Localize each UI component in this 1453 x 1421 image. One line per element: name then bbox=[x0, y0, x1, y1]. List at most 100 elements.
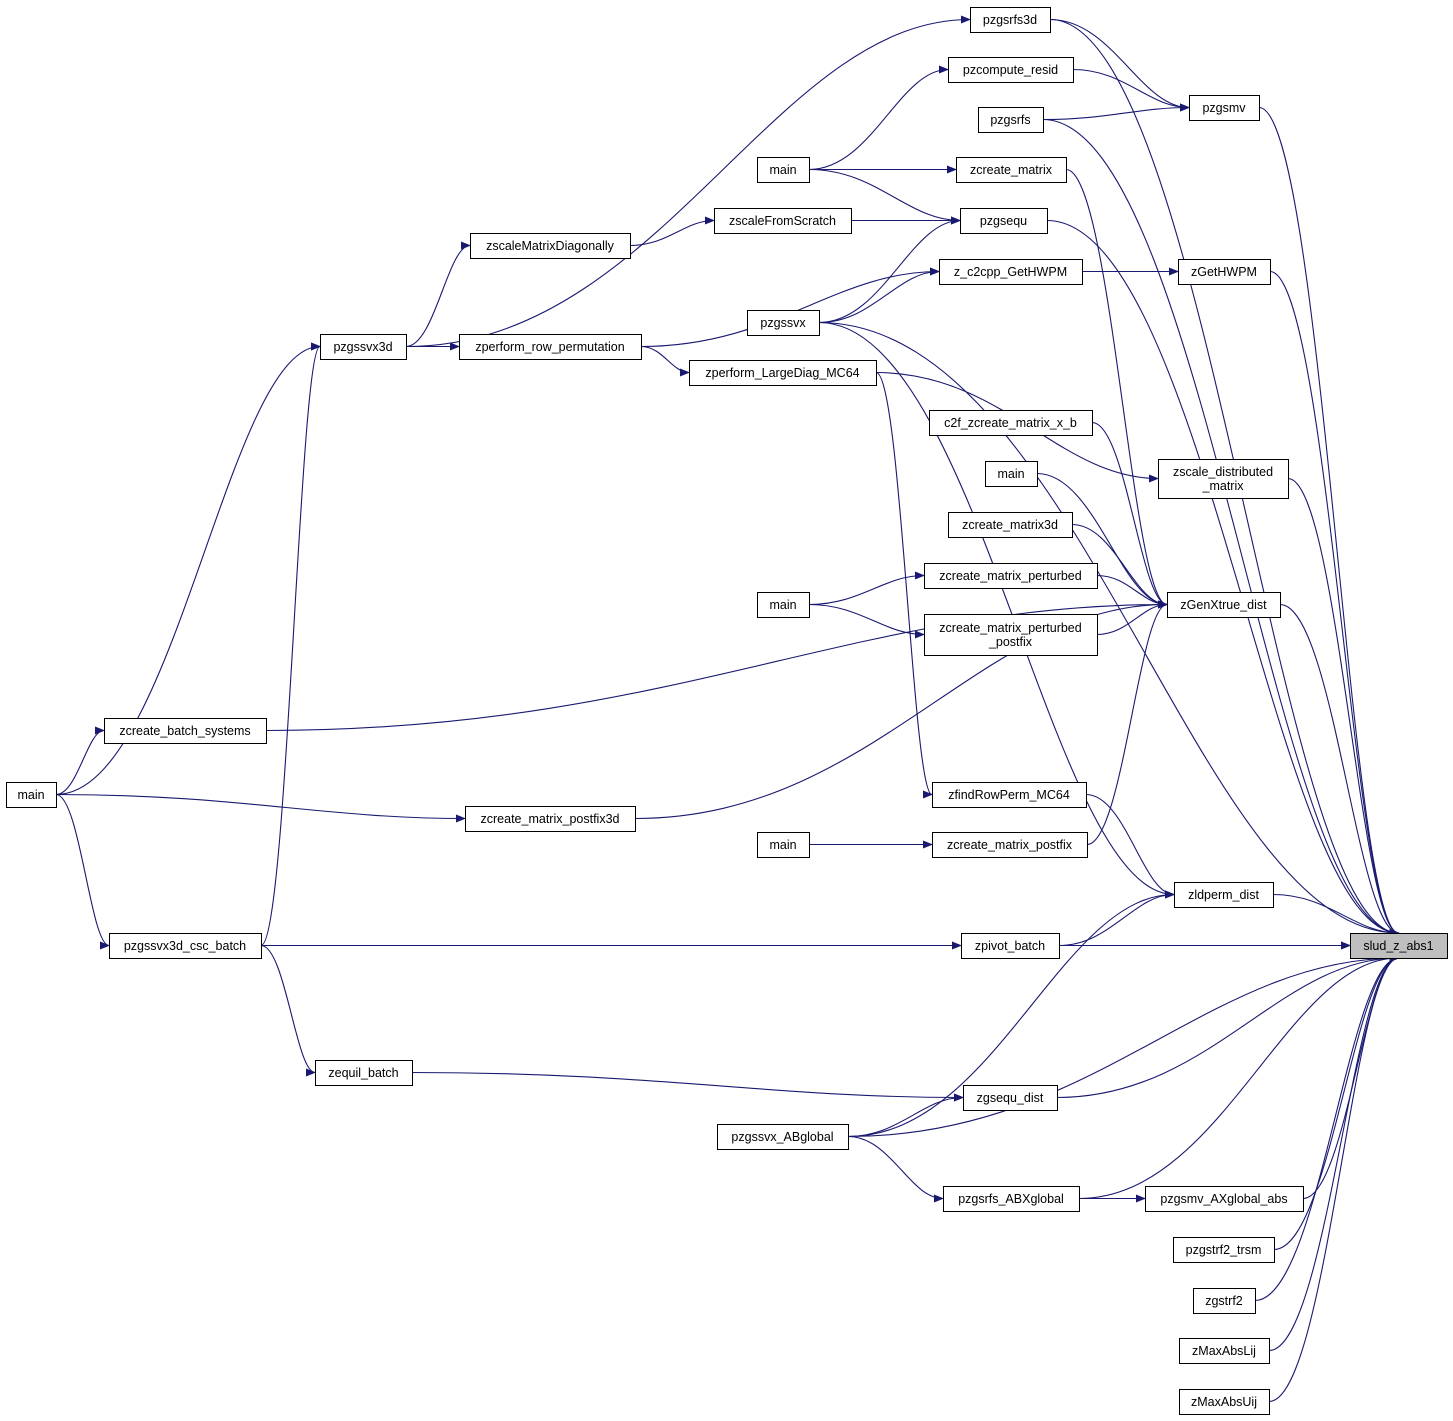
node-box bbox=[1173, 1237, 1275, 1263]
node-box bbox=[6, 782, 57, 808]
node-box bbox=[924, 614, 1098, 656]
node-slud-z-abs1-slud[interactable]: slud_z_abs1 bbox=[1350, 933, 1448, 959]
edge-zequil-batch-to-zgsequ-dist bbox=[411, 1071, 964, 1102]
edge-main-to-pzgssvx3d bbox=[55, 342, 321, 796]
node-pzgsmv-pzgsmv[interactable]: pzgsmv bbox=[1189, 95, 1260, 121]
node-box bbox=[470, 233, 631, 259]
node-zcreate-batch-systems-zcreate-batch-systems[interactable]: zcreate_batch_systems bbox=[104, 718, 267, 744]
node-zcreate-matrix-postfix3d-zcreate-matrix-postfix3d[interactable]: zcreate_matrix_postfix3d bbox=[465, 806, 636, 832]
node-box bbox=[929, 410, 1093, 436]
node-main-main-a[interactable]: main bbox=[757, 157, 810, 183]
node-pzcompute-resid-pzcompute-resid[interactable]: pzcompute_resid bbox=[948, 57, 1074, 83]
node-main-main-d[interactable]: main bbox=[6, 782, 57, 808]
edge-pzgssvx-to-pzgsequ bbox=[818, 216, 961, 324]
node-label: main bbox=[769, 838, 796, 852]
node-pzgssvx3d-csc-batch-pzgssvx3d-csc-batch[interactable]: pzgssvx3d_csc_batch bbox=[109, 933, 262, 959]
edge-main-to-zcreate-matrix-perturbed bbox=[808, 571, 925, 606]
node-pzgssvx-pzgssvx[interactable]: pzgssvx bbox=[747, 310, 820, 336]
node-box bbox=[960, 208, 1048, 234]
edge-zscale-distributed-matrix-to-slud-z-abs1 bbox=[1287, 477, 1400, 937]
edge-pzgssvx3d-csc-batch-to-pzgssvx3d bbox=[260, 342, 321, 947]
node-zcreate-matrix-perturbed-postfix-zcreate-matrix-perturbed-postfix[interactable]: zcreate_matrix_perturbed_postfix bbox=[924, 614, 1098, 656]
node-label: zldperm_dist bbox=[1188, 888, 1259, 902]
node-zcreate-matrix-zcreate-matrix[interactable]: zcreate_matrix bbox=[956, 157, 1067, 183]
node-zperform-row-permutation-zperform-row-permutation[interactable]: zperform_row_permutation bbox=[459, 334, 642, 360]
node-zscalematrixdiagonally-zscalematrixdiagonally[interactable]: zscaleMatrixDiagonally bbox=[470, 233, 631, 259]
node-label: zfindRowPerm_MC64 bbox=[948, 788, 1070, 802]
node-zmaxabslij-zmaxabslij[interactable]: zMaxAbsLij bbox=[1179, 1338, 1270, 1364]
node-zgenxtrue-dist-zgenxtrue-dist[interactable]: zGenXtrue_dist bbox=[1167, 592, 1281, 618]
node-pzgssvx3d-pzgssvx3d[interactable]: pzgssvx3d bbox=[320, 334, 407, 360]
node-c2f-zcreate-matrix-x-b-c2f-zcreate-matrix-x-b[interactable]: c2f_zcreate_matrix_x_b bbox=[929, 410, 1093, 436]
node-label: pzgssvx bbox=[760, 316, 806, 330]
node-pzgssvx-abglobal-pzgssvx-abglobal[interactable]: pzgssvx_ABglobal bbox=[717, 1124, 849, 1150]
node-box bbox=[459, 334, 642, 360]
node-zldperm-dist-zldperm-dist[interactable]: zldperm_dist bbox=[1174, 882, 1274, 908]
node-pzgsmv-axglobal-abs-pzgsmv-axglobal-abs[interactable]: pzgsmv_AXglobal_abs bbox=[1145, 1186, 1304, 1212]
edge-pzgstrf2-trsm-to-slud-z-abs1 bbox=[1273, 954, 1400, 1251]
edge-zmaxabslij-to-slud-z-abs1 bbox=[1268, 954, 1400, 1352]
node-label: zscale_distributed bbox=[1173, 465, 1273, 479]
node-zcreate-matrix-postfix-zcreate-matrix-postfix[interactable]: zcreate_matrix_postfix bbox=[932, 832, 1088, 858]
node-zscale-distributed-matrix-zscale-distributed-matrix[interactable]: zscale_distributed_matrix bbox=[1158, 459, 1289, 499]
edge-main-to-zcreate-batch-systems bbox=[55, 726, 105, 796]
node-pzgstrf2-trsm-pzgstrf2-trsm[interactable]: pzgstrf2_trsm bbox=[1173, 1237, 1275, 1263]
node-zpivot-batch-zpivot-batch[interactable]: zpivot_batch bbox=[961, 933, 1060, 959]
node-label: zcreate_matrix bbox=[970, 163, 1053, 177]
edge-pzgsrfs-to-pzgsmv bbox=[1042, 103, 1190, 121]
node-label: pzgssvx3d bbox=[333, 340, 392, 354]
edge-zperform-row-permutation-to-zperform-largediag-mc64 bbox=[640, 345, 690, 377]
node-box bbox=[1189, 95, 1260, 121]
node-box bbox=[714, 208, 852, 234]
node-zgstrf2-zgstrf2[interactable]: zgstrf2 bbox=[1193, 1288, 1256, 1314]
node-label: zcreate_matrix_perturbed bbox=[939, 621, 1081, 635]
node-pzgsrfs-abxglobal-pzgsrfs-abxglobal[interactable]: pzgsrfs_ABXglobal bbox=[943, 1186, 1080, 1212]
node-label: _matrix bbox=[1202, 479, 1245, 493]
node-label: zperform_LargeDiag_MC64 bbox=[705, 366, 859, 380]
node-label: zequil_batch bbox=[328, 1066, 398, 1080]
node-zperform-largediag-mc64-zperform-largediag-mc64[interactable]: zperform_LargeDiag_MC64 bbox=[689, 360, 877, 386]
node-label: zcreate_matrix_perturbed bbox=[939, 569, 1081, 583]
node-zcreate-matrix3d-zcreate-matrix3d[interactable]: zcreate_matrix3d bbox=[948, 512, 1073, 538]
edge-zgsequ-dist-to-slud-z-abs1 bbox=[1056, 954, 1400, 1099]
node-box bbox=[757, 592, 810, 618]
node-main-main-e[interactable]: main bbox=[757, 832, 810, 858]
node-pzgsequ-pzgsequ[interactable]: pzgsequ bbox=[960, 208, 1048, 234]
node-box bbox=[717, 1124, 849, 1150]
node-z-c2cpp-gethwpm-z-c2cpp-gethwpm[interactable]: z_c2cpp_GetHWPM bbox=[939, 259, 1083, 285]
node-label: zMaxAbsUij bbox=[1191, 1395, 1257, 1409]
edge-zperform-row-permutation-to-z-c2cpp-gethwpm bbox=[640, 267, 940, 348]
node-box bbox=[465, 806, 636, 832]
node-box bbox=[963, 1085, 1058, 1111]
edge-zfindrowperm-mc64-to-zldperm-dist bbox=[1085, 793, 1175, 899]
node-box bbox=[985, 461, 1038, 487]
node-main-main-c[interactable]: main bbox=[757, 592, 810, 618]
node-box bbox=[689, 360, 877, 386]
node-label: pzgsequ bbox=[980, 214, 1027, 228]
edge-zmaxabsuij-to-slud-z-abs1 bbox=[1268, 954, 1400, 1403]
node-zcreate-matrix-perturbed-zcreate-matrix-perturbed[interactable]: zcreate_matrix_perturbed bbox=[924, 563, 1098, 589]
edge-zgstrf2-to-slud-z-abs1 bbox=[1254, 954, 1400, 1302]
node-box bbox=[948, 512, 1073, 538]
edge-zldperm-dist-to-slud-z-abs1 bbox=[1272, 893, 1400, 937]
node-label: main bbox=[769, 163, 796, 177]
node-zscalefromscratch-zscalefromscratch[interactable]: zscaleFromScratch bbox=[714, 208, 852, 234]
node-main-main-b[interactable]: main bbox=[985, 461, 1038, 487]
node-label: main bbox=[997, 467, 1024, 481]
node-zgethwpm-zgethwpm[interactable]: zGetHWPM bbox=[1178, 259, 1271, 285]
edge-pzgssvx-to-z-c2cpp-gethwpm bbox=[818, 267, 940, 324]
node-box bbox=[104, 718, 267, 744]
node-pzgsrfs3d-pzgsrfs3d[interactable]: pzgsrfs3d bbox=[970, 7, 1051, 33]
node-label: pzcompute_resid bbox=[963, 63, 1058, 77]
node-label: zGenXtrue_dist bbox=[1180, 598, 1267, 612]
node-zmaxabsuij-zmaxabsuij[interactable]: zMaxAbsUij bbox=[1179, 1389, 1270, 1415]
node-zfindrowperm-mc64-zfindrowperm-mc64[interactable]: zfindRowPerm_MC64 bbox=[932, 782, 1087, 808]
edge-pzgsmv-to-slud-z-abs1 bbox=[1258, 106, 1400, 937]
edge-zpivot-batch-to-zldperm-dist bbox=[1058, 890, 1175, 947]
node-zgsequ-dist-zgsequ-dist[interactable]: zgsequ_dist bbox=[963, 1085, 1058, 1111]
edge-zperform-largediag-mc64-to-zfindrowperm-mc64 bbox=[875, 371, 933, 799]
node-pzgsrfs-pzgsrfs[interactable]: pzgsrfs bbox=[978, 107, 1044, 133]
node-zequil-batch-zequil-batch[interactable]: zequil_batch bbox=[315, 1060, 413, 1086]
node-label: main bbox=[769, 598, 796, 612]
